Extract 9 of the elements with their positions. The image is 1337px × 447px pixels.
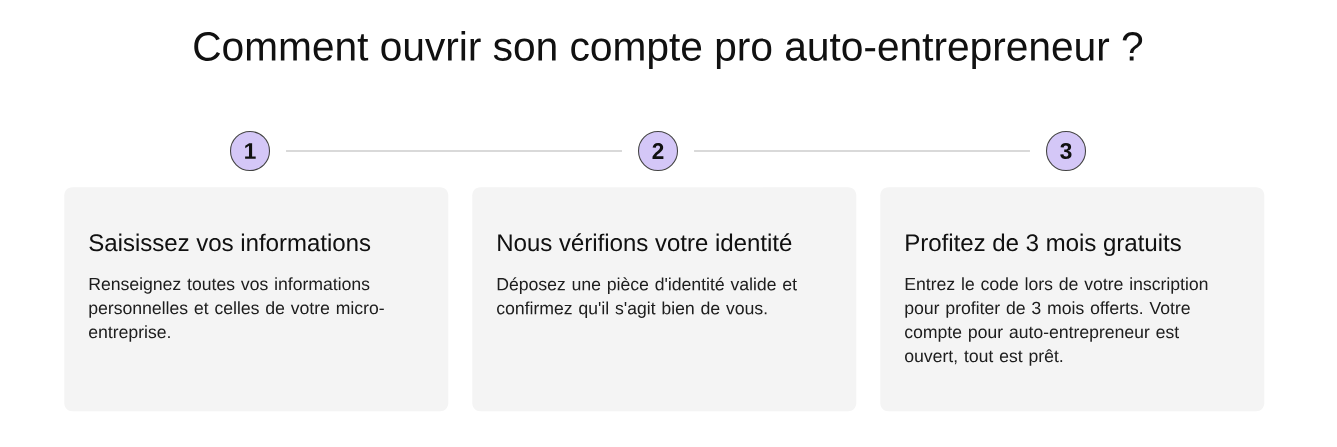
card-text: Entrez le code lors de votre inscription pour profiter de 3 mois offerts. Votre compte pour auto-entrepreneur est ouvert, tout est prêt. (905, 277, 1208, 366)
title: Comment ouvrir son compte pro auto-entrepreneur ? (194, 31, 1143, 69)
card-heading: Profitez de 3 mois gratuits (906, 233, 1181, 256)
card-text: Déposez une pièce d'identité valide et confirmez qu'il s'agit bien de vous. (497, 277, 797, 318)
connector-line (285, 150, 623, 152)
card-heading: Nous vérifions votre identité (498, 233, 792, 252)
card-text: Renseignez toutes vos informations personnelles et celles de votre micro-entreprise. (89, 277, 384, 342)
connector-line (693, 150, 1031, 152)
card-heading: Saisissez vos informations (89, 233, 371, 252)
